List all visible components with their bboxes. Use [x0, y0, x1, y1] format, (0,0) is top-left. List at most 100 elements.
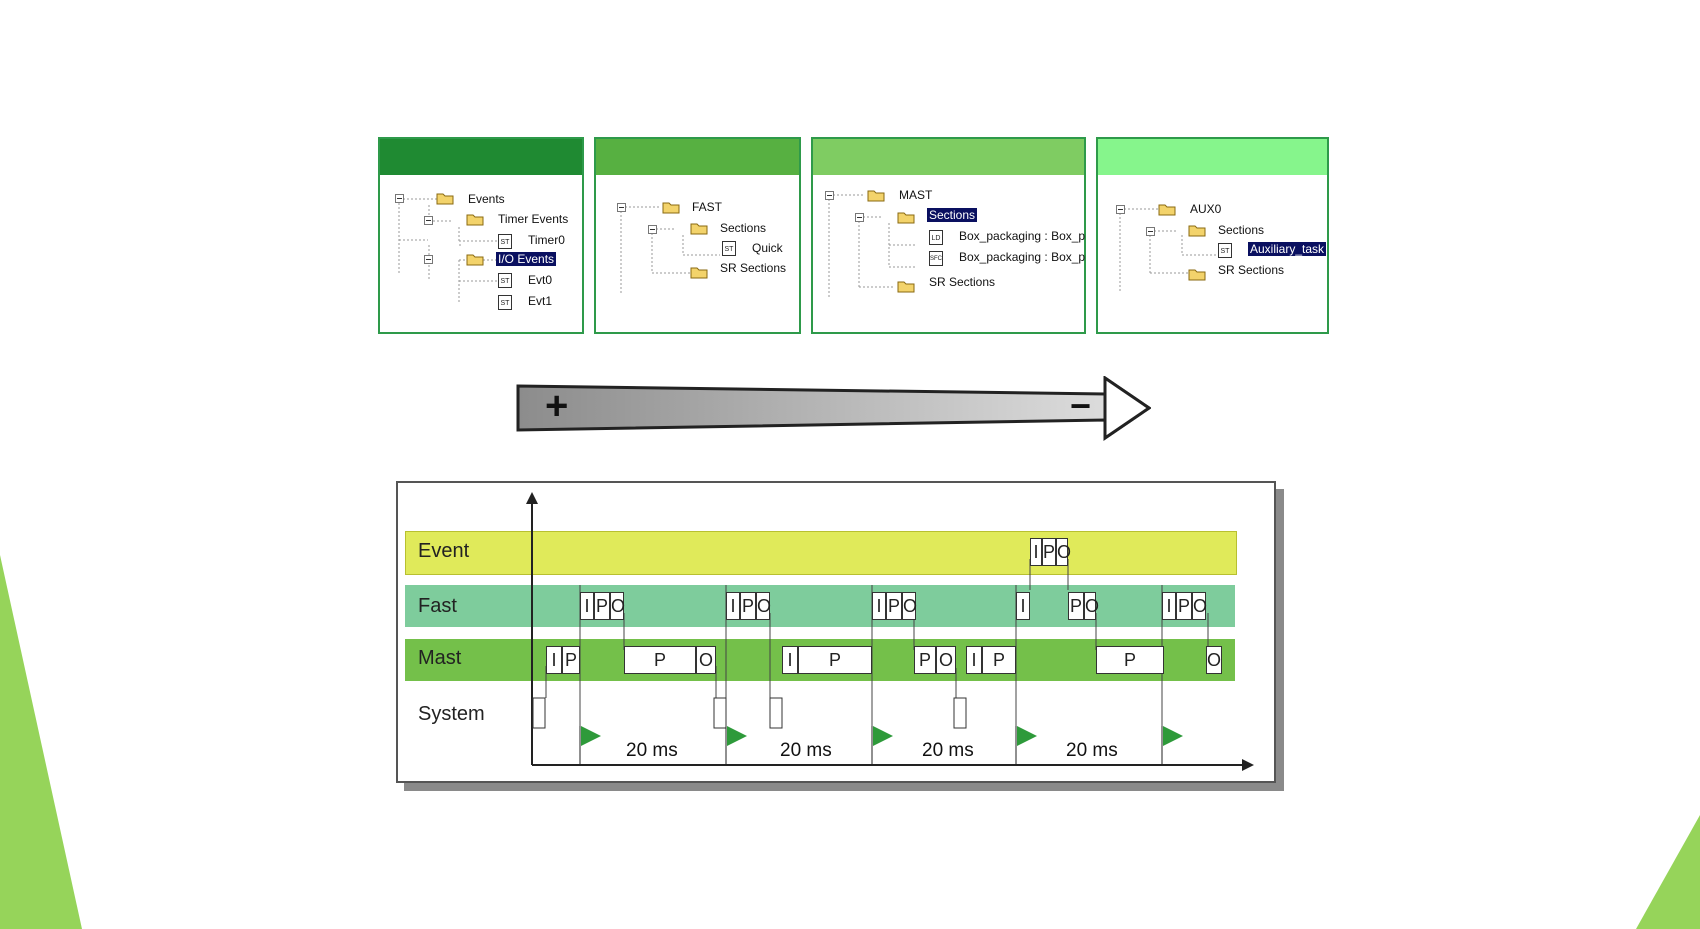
- panel-events-header: [380, 139, 582, 175]
- panel-aux: AUX0 Sections ST Auxiliary_task SR Secti…: [1096, 137, 1329, 334]
- panel-mast: MAST Sections LD Box_packaging : Box_p S…: [811, 137, 1086, 334]
- ld-icon: LD: [929, 230, 943, 245]
- event-cell-p: P: [1042, 538, 1056, 566]
- panel-events-tree: Events Timer Events ST Timer0 I/O Events…: [380, 175, 582, 332]
- panel-mast-header: [813, 139, 1084, 175]
- tree-node-auxiliary-task[interactable]: Auxiliary_task: [1248, 242, 1327, 256]
- folder-icon: [897, 281, 915, 293]
- sfc-icon: SFC: [929, 251, 943, 266]
- tree-node-sr-sections[interactable]: SR Sections: [929, 275, 996, 289]
- period-label: 20 ms: [922, 740, 974, 761]
- collapse-toggle[interactable]: [424, 255, 433, 264]
- priority-high-label: +: [545, 384, 568, 428]
- mast-cell-o: O: [936, 646, 956, 674]
- row-label-event: Event: [418, 540, 470, 562]
- mast-cell-o: O: [696, 646, 716, 674]
- left-corner-decoration: [0, 555, 82, 929]
- panel-aux-header: [1098, 139, 1327, 175]
- mast-cell-p: P: [914, 646, 936, 674]
- tree-node-io-events[interactable]: I/O Events: [496, 252, 557, 266]
- priority-low-label: −: [1070, 385, 1091, 426]
- tree-node-timer0[interactable]: Timer0: [528, 233, 565, 247]
- st-icon: ST: [498, 295, 512, 310]
- tree-lines: [620, 206, 720, 293]
- collapse-toggle[interactable]: [395, 194, 404, 203]
- fast-cell-o: O: [1084, 592, 1099, 620]
- folder-icon: [662, 202, 680, 214]
- fast-cell-p: P: [886, 592, 902, 620]
- mast-cell-o: O: [1206, 646, 1222, 674]
- mast-cell-p: P: [624, 646, 696, 674]
- tree-node-sr-sections[interactable]: SR Sections: [1218, 263, 1285, 277]
- tree-node-quick[interactable]: Quick: [752, 241, 783, 255]
- mast-cell-i: I: [966, 646, 982, 674]
- folder-icon: [466, 214, 484, 226]
- tree-lines: [828, 194, 917, 297]
- event-band: [405, 531, 1237, 575]
- panel-fast: FAST Sections ST Quick SR Sections: [594, 137, 801, 334]
- fast-cell-p: P: [740, 592, 756, 620]
- st-icon: ST: [722, 241, 736, 256]
- row-label-mast: Mast: [418, 647, 462, 669]
- mast-cell-i: I: [782, 646, 798, 674]
- collapse-toggle[interactable]: [1146, 227, 1155, 236]
- tree-node-box-packaging-sfc[interactable]: Box_packaging : Box_p: [959, 250, 1086, 264]
- fast-band: [405, 585, 1235, 627]
- tree-lines: [398, 198, 498, 303]
- tree-node-sections[interactable]: Sections: [720, 221, 767, 235]
- tree-lines: [1119, 208, 1216, 293]
- tree-node-box-packaging-ld[interactable]: Box_packaging : Box_p: [959, 229, 1086, 243]
- row-label-fast: Fast: [418, 595, 457, 617]
- panel-aux-tree: AUX0 Sections ST Auxiliary_task SR Secti…: [1098, 175, 1327, 332]
- folder-icon: [466, 254, 484, 266]
- period-label: 20 ms: [626, 740, 678, 761]
- fast-cell-p: P: [594, 592, 610, 620]
- tree-node-sr-sections[interactable]: SR Sections: [720, 261, 787, 275]
- folder-icon: [1188, 269, 1206, 281]
- collapse-toggle[interactable]: [648, 225, 657, 234]
- st-icon: ST: [498, 273, 512, 288]
- folder-icon: [1158, 204, 1176, 216]
- tree-node-evt1[interactable]: Evt1: [528, 294, 553, 308]
- period-label: 20 ms: [780, 740, 832, 761]
- folder-icon: [690, 223, 708, 235]
- fast-cell-o: O: [610, 592, 625, 620]
- tree-node-fast[interactable]: FAST: [692, 200, 723, 214]
- fast-cell-i: I: [1016, 592, 1030, 620]
- event-cell-i: I: [1030, 538, 1042, 566]
- panel-events: Events Timer Events ST Timer0 I/O Events…: [378, 137, 584, 334]
- tree-node-timer-events[interactable]: Timer Events: [498, 212, 569, 226]
- fast-cell-i: I: [726, 592, 740, 620]
- collapse-toggle[interactable]: [1116, 205, 1125, 214]
- folder-icon: [897, 212, 915, 224]
- event-cell-o: O: [1056, 538, 1071, 566]
- fast-cell-i: I: [580, 592, 594, 620]
- fast-cell-i: I: [1162, 592, 1176, 620]
- st-icon: ST: [498, 234, 512, 249]
- priority-arrow: + −: [516, 376, 1151, 441]
- mast-cell-p: P: [982, 646, 1016, 674]
- tree-node-aux0[interactable]: AUX0: [1190, 202, 1222, 216]
- panel-fast-header: [596, 139, 799, 175]
- period-label: 20 ms: [1066, 740, 1118, 761]
- fast-cell-o: O: [902, 592, 917, 620]
- collapse-toggle[interactable]: [825, 191, 834, 200]
- tree-node-events[interactable]: Events: [468, 192, 505, 206]
- tree-node-sections-selected[interactable]: Sections: [927, 208, 978, 222]
- collapse-toggle[interactable]: [424, 216, 433, 225]
- folder-icon: [690, 267, 708, 279]
- panel-fast-tree: FAST Sections ST Quick SR Sections: [596, 175, 799, 332]
- row-label-system: System: [418, 703, 485, 725]
- mast-cell-p: P: [798, 646, 872, 674]
- fast-cell-o: O: [756, 592, 771, 620]
- mast-cell-p: P: [562, 646, 580, 674]
- fast-cell-o: O: [1192, 592, 1207, 620]
- tree-node-sections[interactable]: Sections: [1218, 223, 1265, 237]
- collapse-toggle[interactable]: [617, 203, 626, 212]
- fast-cell-p: P: [1176, 592, 1192, 620]
- collapse-toggle[interactable]: [855, 213, 864, 222]
- tree-node-mast[interactable]: MAST: [899, 188, 933, 202]
- right-corner-decoration: [1636, 815, 1700, 929]
- tree-node-evt0[interactable]: Evt0: [528, 273, 553, 287]
